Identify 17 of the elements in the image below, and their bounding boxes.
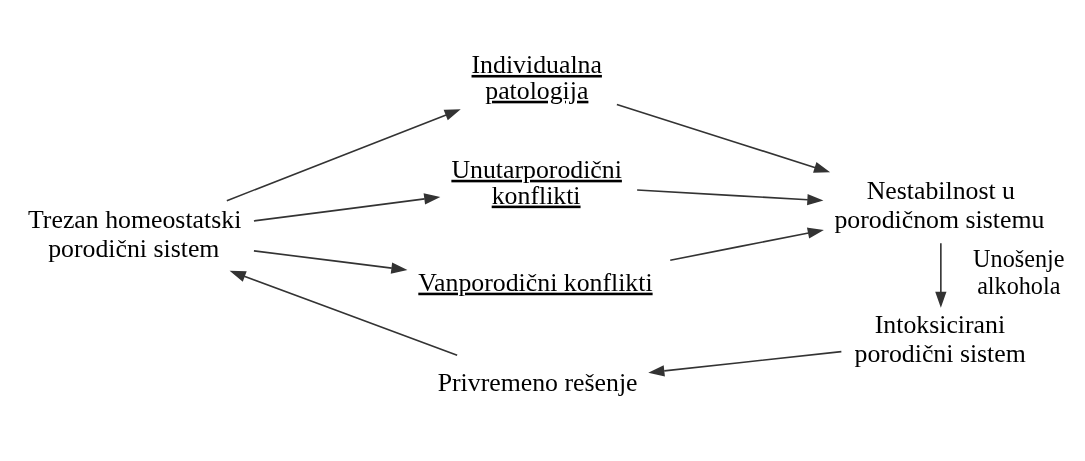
- node-text: Nestabilnost u porodičnom sistemu: [834, 175, 1045, 234]
- arrow: [253, 250, 408, 274]
- edge-label: Unošenje alkohola: [973, 244, 1065, 300]
- node-text: Unutarporodični konflikti: [451, 154, 622, 210]
- arrow: [616, 103, 831, 173]
- arrow: [935, 242, 947, 308]
- arrow: [669, 227, 824, 262]
- arrow: [226, 109, 461, 202]
- arrow: [636, 189, 824, 206]
- node-text: Vanporodični konflikti: [418, 267, 653, 297]
- arrow: [253, 193, 441, 222]
- node-text: Privremeno rešenje: [437, 367, 638, 397]
- node-text: Intoksicirani porodični sistem: [854, 309, 1026, 368]
- arrow: [229, 270, 458, 357]
- arrow: [648, 350, 843, 377]
- node-text: Individualna patologija: [471, 49, 602, 105]
- node-text: Trezan homeostatski porodični sistem: [28, 204, 242, 263]
